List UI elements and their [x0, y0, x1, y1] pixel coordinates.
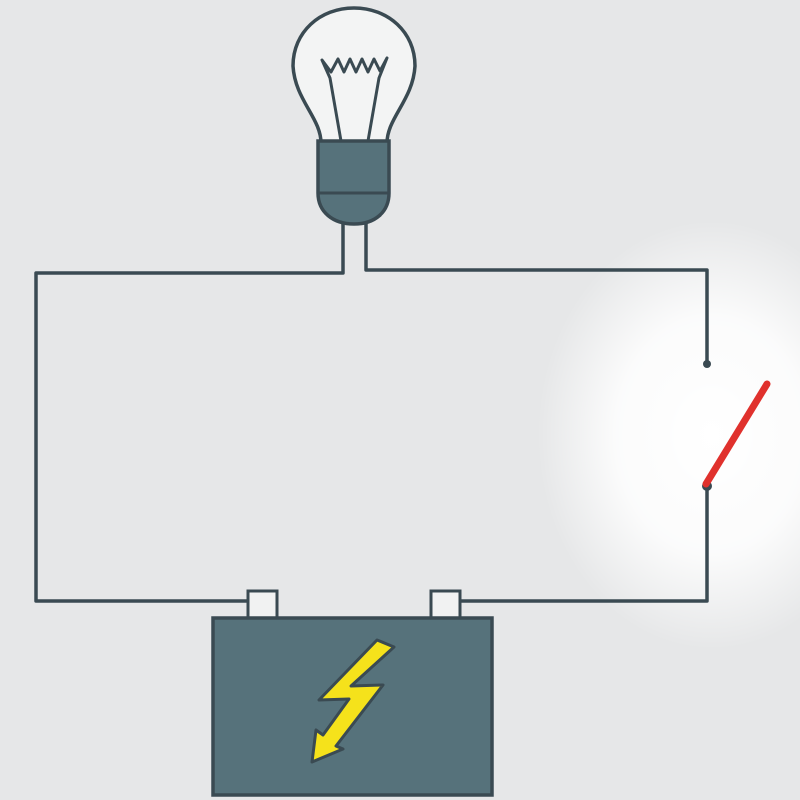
light-bulb — [291, 6, 417, 226]
switch[interactable] — [702, 360, 771, 491]
battery — [211, 589, 494, 797]
lightning-bolt-icon — [310, 638, 396, 764]
wire-right-bottom — [456, 485, 709, 603]
wire-top-right — [364, 220, 709, 364]
bulb-glass — [291, 6, 417, 145]
bulb-filament — [320, 56, 389, 143]
wire-left — [34, 220, 345, 603]
battery-terminal-left — [246, 589, 279, 621]
switch-glow — [537, 220, 800, 650]
switch-top-contact — [703, 360, 711, 368]
wires — [34, 220, 709, 603]
battery-terminal-right — [429, 589, 462, 621]
switch-lever[interactable] — [702, 380, 771, 488]
bulb-base — [316, 139, 391, 226]
